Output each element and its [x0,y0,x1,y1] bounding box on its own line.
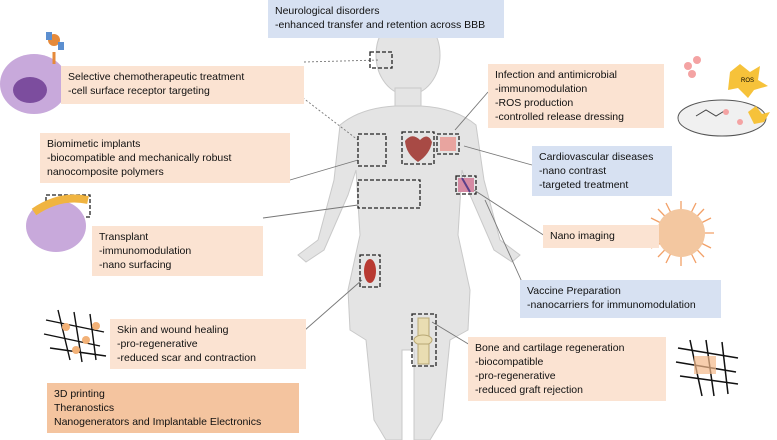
panel-detail: -pro-regenerative [475,370,556,382]
bacteria-ros-icon: ROS [677,56,770,137]
panel-title: Vaccine Preparation [527,285,621,297]
connector-lines [262,59,546,346]
panel-detail: -reduced graft rejection [475,384,583,396]
chemotherapy-panel: Selective chemotherapeutic treatment -ce… [61,66,304,104]
panel-detail: -ROS production [495,97,574,109]
panel-title: Cardiovascular diseases [539,151,654,163]
panel-detail: nanocomposite polymers [47,166,164,178]
panel-title: Nano imaging [550,230,615,242]
skin-wound-icon [364,259,376,283]
panel-detail: -biocompatible and mechanically robust [47,152,232,164]
panel-title: Biomimetic implants [47,138,141,150]
panel-title: Selective chemotherapeutic treatment [68,71,245,83]
panel-detail: -enhanced transfer and retention across … [275,19,486,31]
nano-imaging-panel: Nano imaging [543,225,659,248]
heart-icon [405,136,432,162]
panel-detail: -nano contrast [539,165,607,177]
nanofiber-mesh-icon [43,309,107,363]
panel-detail: -biocompatible [475,356,544,368]
panel-title: Neurological disorders [275,5,380,17]
panel-title: Transplant [99,231,149,243]
panel-detail: -controlled release dressing [495,111,624,123]
panel-detail: -immunomodulation [99,245,192,257]
panel-title: Skin and wound healing [117,324,229,336]
transplant-panel: Transplant -immunomodulation -nano surfa… [92,226,263,276]
infection-antimicrobial-panel: Infection and antimicrobial -immunomodul… [488,64,664,128]
neurological-disorders-panel: Neurological disorders -enhanced transfe… [268,0,504,38]
skin-wound-healing-panel: Skin and wound healing -pro-regenerative… [110,319,306,369]
panel-detail: -immunomodulation [495,83,588,95]
panel-detail: -nano surfacing [99,259,172,271]
panel-title: Bone and cartilage regeneration [475,342,625,354]
svg-text:ROS: ROS [741,78,754,84]
cardiovascular-panel: Cardiovascular diseases -nano contrast -… [532,146,672,196]
panel-detail: -targeted treatment [539,179,629,191]
bone-cartilage-panel: Bone and cartilage regeneration -biocomp… [468,337,666,401]
cancer-cell-with-receptor-icon [0,32,68,114]
panel-detail: -cell surface receptor targeting [68,85,210,97]
panel-detail: -nanocarriers for immunomodulation [527,299,696,311]
implant-cell-icon [26,194,89,252]
lung-tissue-icon [440,137,456,151]
knee-bone-icon [413,317,433,365]
panel-line: Theranostics [54,402,115,414]
technologies-panel: 3D printing Theranostics Nanogenerators … [47,383,299,433]
vaccine-preparation-panel: Vaccine Preparation -nanocarriers for im… [520,280,721,318]
panel-detail: -pro-regenerative [117,338,198,350]
panel-line: Nanogenerators and Implantable Electroni… [54,416,262,428]
bone-scaffold-icon [675,339,739,397]
biomimetic-implants-panel: Biomimetic implants -biocompatible and m… [40,133,290,183]
panel-line: 3D printing [54,388,105,400]
panel-title: Infection and antimicrobial [495,69,617,81]
artery-icon [458,177,474,193]
panel-detail: -reduced scar and contraction [117,352,256,364]
